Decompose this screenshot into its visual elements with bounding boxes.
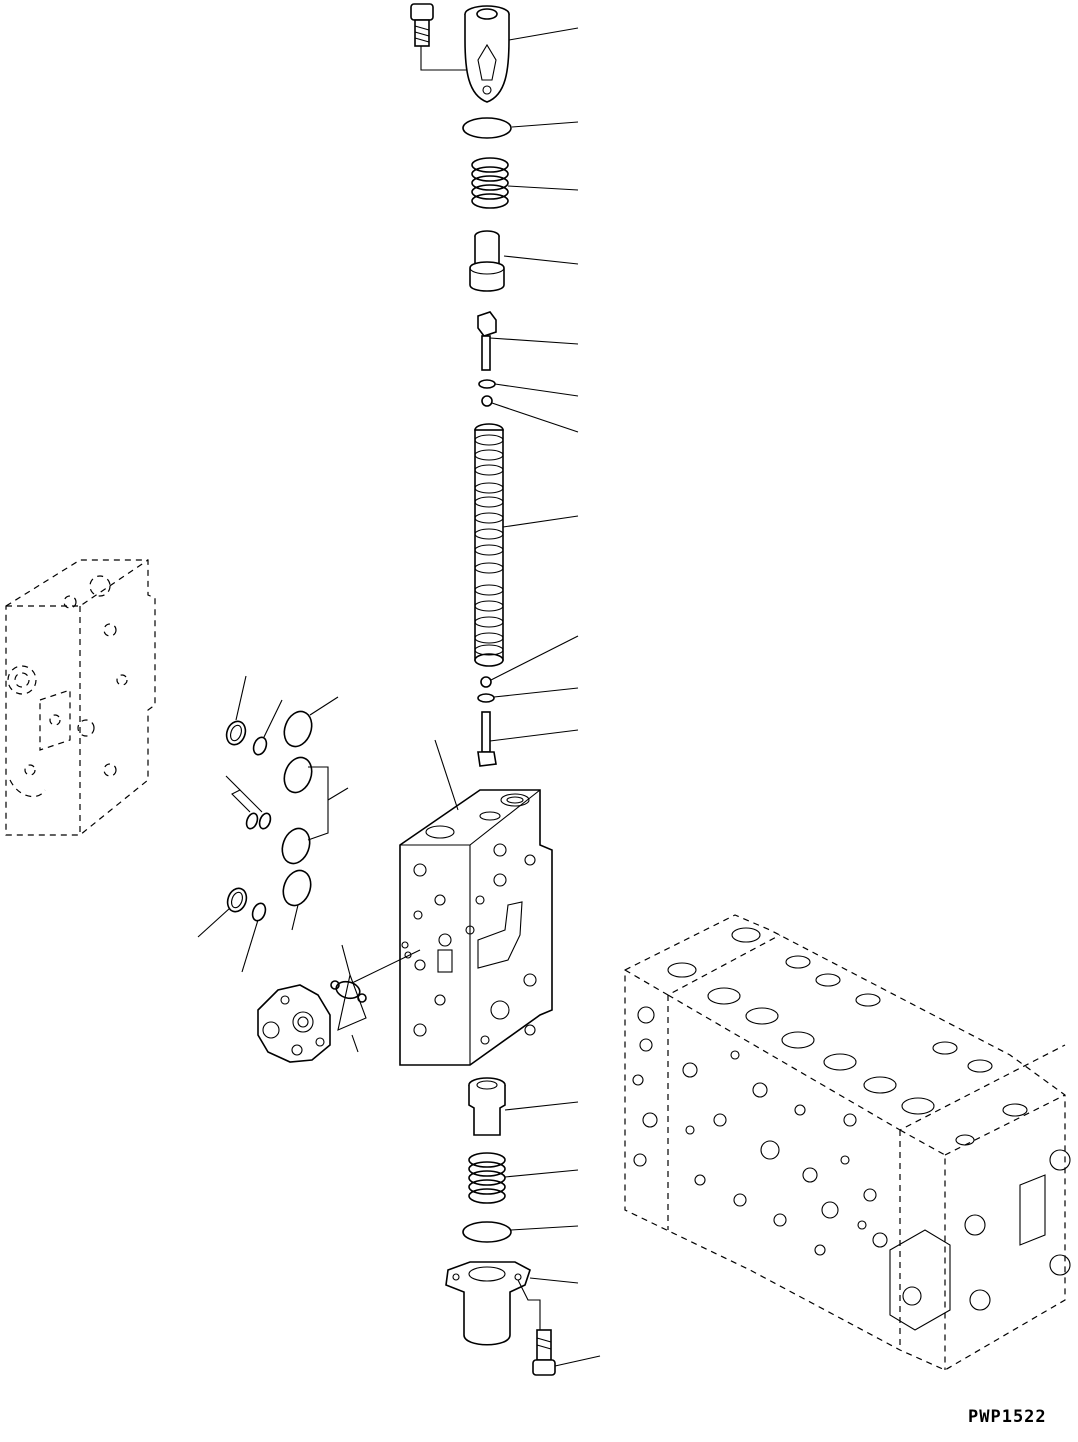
cap-bolt-bottom — [532, 1329, 556, 1376]
backup-ring-top — [478, 379, 496, 389]
figure-code: PWP1522 — [968, 1407, 1047, 1427]
spring-cover-bottom — [445, 1261, 531, 1346]
o-ring-top — [462, 117, 512, 139]
o-ring-leaders — [197, 675, 349, 973]
relief-leaders — [337, 944, 421, 1053]
ball-top — [481, 395, 493, 407]
relief-valve-block — [257, 984, 331, 1063]
callout-leaders-right — [489, 27, 601, 1367]
backup-ring-bottom — [477, 693, 495, 703]
reference-valve-assembly — [624, 914, 1071, 1371]
spring-retainer-top — [469, 230, 505, 292]
body-leader — [434, 739, 459, 811]
spring-cover-top — [464, 5, 510, 103]
cap-bolt-top — [410, 3, 434, 47]
bolt-bottom-leader — [517, 1279, 541, 1330]
stopper-pin-bottom — [477, 711, 497, 767]
o-ring-group-left — [225, 710, 313, 922]
spring-top — [471, 157, 509, 209]
valve-section-body — [399, 789, 553, 1066]
ball-bottom — [480, 676, 492, 688]
spool — [474, 423, 504, 667]
spring-retainer-bottom — [468, 1077, 506, 1136]
spring-bottom — [468, 1152, 506, 1204]
bolt-leader — [420, 46, 478, 71]
reference-valve-left — [5, 559, 156, 836]
stopper-pin-top — [477, 311, 497, 371]
o-ring-bottom — [462, 1221, 512, 1243]
